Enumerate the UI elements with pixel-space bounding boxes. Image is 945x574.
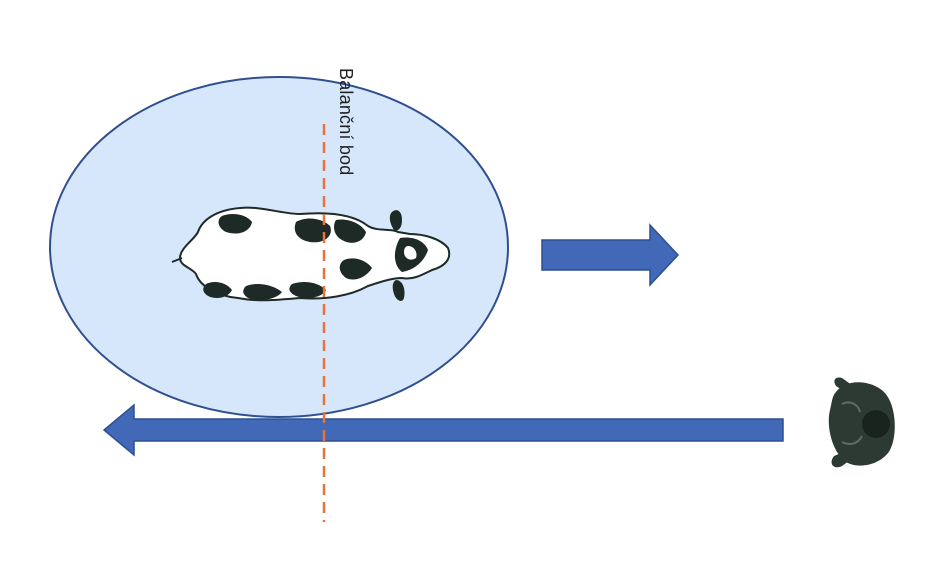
handler-direction-arrow-icon [102, 403, 784, 457]
cow-direction-arrow-icon [541, 223, 680, 287]
cow-top-view-icon [171, 206, 451, 302]
person-top-view-icon [828, 377, 895, 468]
balance-point-label: Balanční bod [336, 68, 356, 176]
